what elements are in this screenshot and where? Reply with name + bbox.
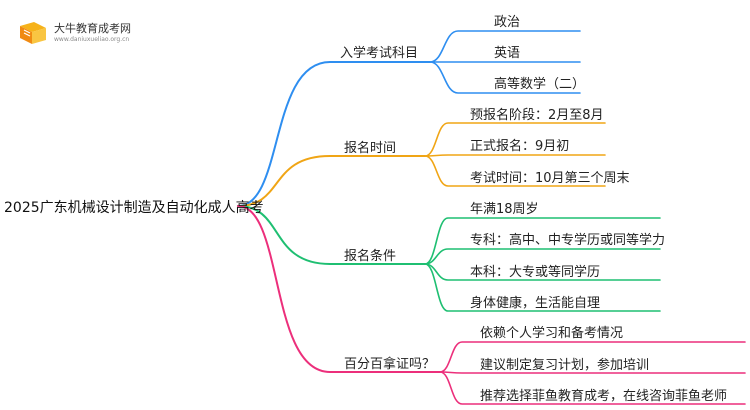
branch-registration-time: 报名时间 [344,141,397,156]
book-logo-icon [20,22,46,44]
branch-exam-subjects: 入学考试科目 [340,46,419,61]
branch-to-leaf-connector [424,154,606,157]
leaf-english: 英语 [494,46,521,61]
branch-to-leaf-connector [439,371,746,405]
leaf-recommendation: 推荐选择菲鱼教育成考，在线咨询菲鱼老师 [480,389,728,404]
logo-title: 大牛教育成考网 [54,22,131,35]
root-to-branch-connector [237,155,426,207]
leaf-depends-on-study: 依赖个人学习和备考情况 [480,326,624,341]
leaf-junior-college: 专科：高中、中专学历或同等学力 [470,233,666,248]
branch-to-leaf-connector [424,248,661,265]
leaf-age-requirement: 年满18周岁 [470,202,539,217]
leaf-politics: 政治 [494,15,521,30]
root-to-branch-connector [237,61,431,207]
mindmap-root-topic: 2025广东机械设计制造及自动化成人高考 [4,200,264,216]
branch-guaranteed-certificate: 百分百拿证吗？ [344,357,436,372]
branch-to-leaf-connector [424,122,606,157]
branch-registration-conditions: 报名条件 [344,249,397,264]
logo-url: www.daniuxueliao.org.cn [54,36,130,43]
branch-to-leaf-connector [429,61,581,94]
site-logo: 大牛教育成考网 www.daniuxueliao.org.cn [18,18,168,48]
branch-to-leaf-connector [424,217,661,265]
branch-to-leaf-connector [424,155,606,187]
leaf-pre-registration: 预报名阶段：2月至8月 [470,108,604,123]
leaf-advanced-math: 高等数学（二） [494,77,586,92]
root-to-branch-connector [237,205,426,265]
leaf-formal-registration: 正式报名：9月初 [470,139,570,154]
branch-to-leaf-connector [429,30,581,63]
leaf-study-plan: 建议制定复习计划，参加培训 [480,358,650,373]
leaf-undergraduate: 本科：大专或等同学历 [470,265,601,280]
leaf-health: 身体健康，生活能自理 [470,296,601,311]
branch-to-leaf-connector [439,341,746,373]
leaf-exam-time: 考试时间：10月第三个周末 [470,171,630,186]
branch-to-leaf-connector [424,263,661,312]
root-to-branch-connector [237,205,441,373]
